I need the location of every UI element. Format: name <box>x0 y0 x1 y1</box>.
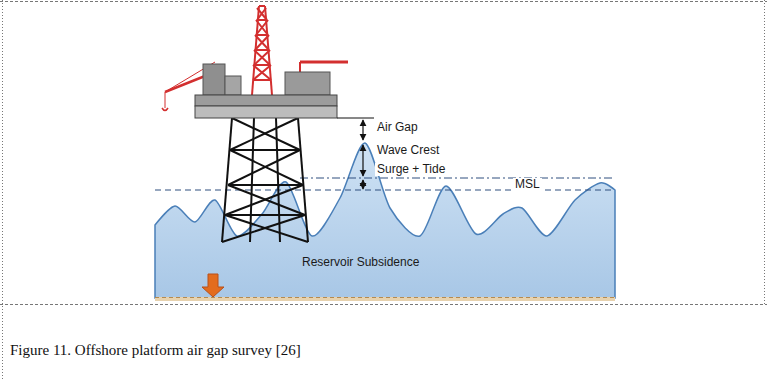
sea-floor <box>155 297 615 298</box>
figure-caption: Figure 11. Offshore platform air gap sur… <box>10 342 301 359</box>
deck-module <box>225 76 241 95</box>
frame-line <box>764 0 765 304</box>
jacket-structure <box>222 118 308 242</box>
flare-boom <box>300 61 348 64</box>
air-gap-label: Air Gap <box>375 121 420 134</box>
flare-boom <box>299 62 301 72</box>
deck-module <box>285 72 330 95</box>
wave-crest-label: Wave Crest <box>375 144 441 157</box>
msl-label: MSL <box>513 178 542 191</box>
deck-level-line <box>337 118 374 119</box>
dimension-arrow <box>362 180 363 189</box>
sea-floor <box>155 297 615 301</box>
deck <box>195 95 337 106</box>
frame-line <box>2 0 3 381</box>
surge-tide-label: Surge + Tide <box>375 163 447 176</box>
dimension-arrow <box>362 145 363 176</box>
frame-line <box>0 304 767 305</box>
surge-tide-line <box>300 178 615 179</box>
derrick <box>252 6 272 95</box>
deck <box>195 106 337 118</box>
dimension-arrow <box>362 120 363 140</box>
subsidence-arrow <box>202 274 224 297</box>
deck-module <box>203 64 225 95</box>
msl-line <box>155 190 615 191</box>
frame-line <box>0 1 767 2</box>
subsidence-label: Reservoir Subsidence <box>300 256 421 269</box>
